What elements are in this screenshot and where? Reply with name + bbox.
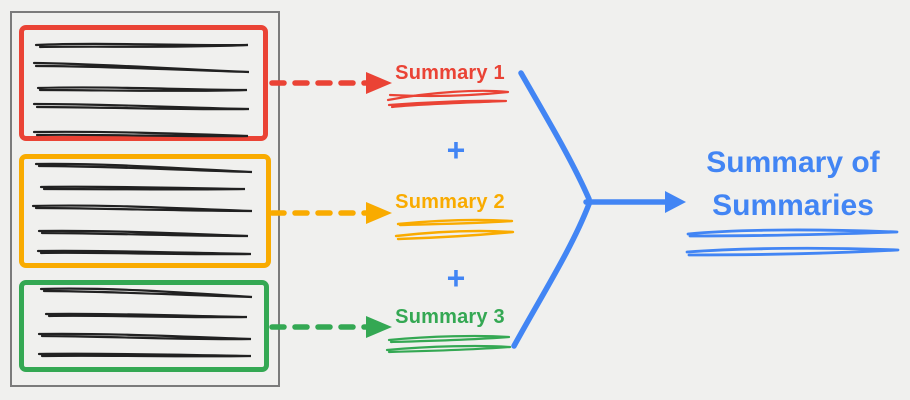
green-dashed-arrow <box>269 316 512 354</box>
summary-1-scribble-lines <box>386 89 510 109</box>
document-section-2-box <box>19 154 271 268</box>
document-section-3-box <box>19 280 269 372</box>
red-dashed-arrow <box>269 72 510 109</box>
summary-1-label: Summary 1 <box>395 62 505 84</box>
merge-arrowhead-icon <box>665 191 686 213</box>
orange-arrowhead-icon <box>366 202 392 224</box>
document-text-scribbles <box>31 42 253 358</box>
summary-2-label: Summary 2 <box>395 191 505 213</box>
merge-branch-bottom <box>511 201 592 349</box>
document-section-1-box <box>19 25 268 141</box>
orange-dashed-arrow <box>269 202 515 241</box>
final-summary-scribble-lines <box>685 228 900 257</box>
green-arrowhead-icon <box>366 316 392 338</box>
summary-3-label: Summary 3 <box>395 306 505 328</box>
merge-branch-top <box>518 70 592 202</box>
merge-arrow <box>511 70 900 349</box>
final-summary-label: Summary of Summaries <box>706 146 880 222</box>
source-document-box <box>10 11 280 387</box>
red-arrowhead-icon <box>366 72 392 94</box>
summary-3-scribble-lines <box>385 334 512 354</box>
summary-2-scribble-lines <box>394 218 515 241</box>
plus-operator-2: + <box>446 260 466 296</box>
plus-operator-1: + <box>446 132 466 168</box>
